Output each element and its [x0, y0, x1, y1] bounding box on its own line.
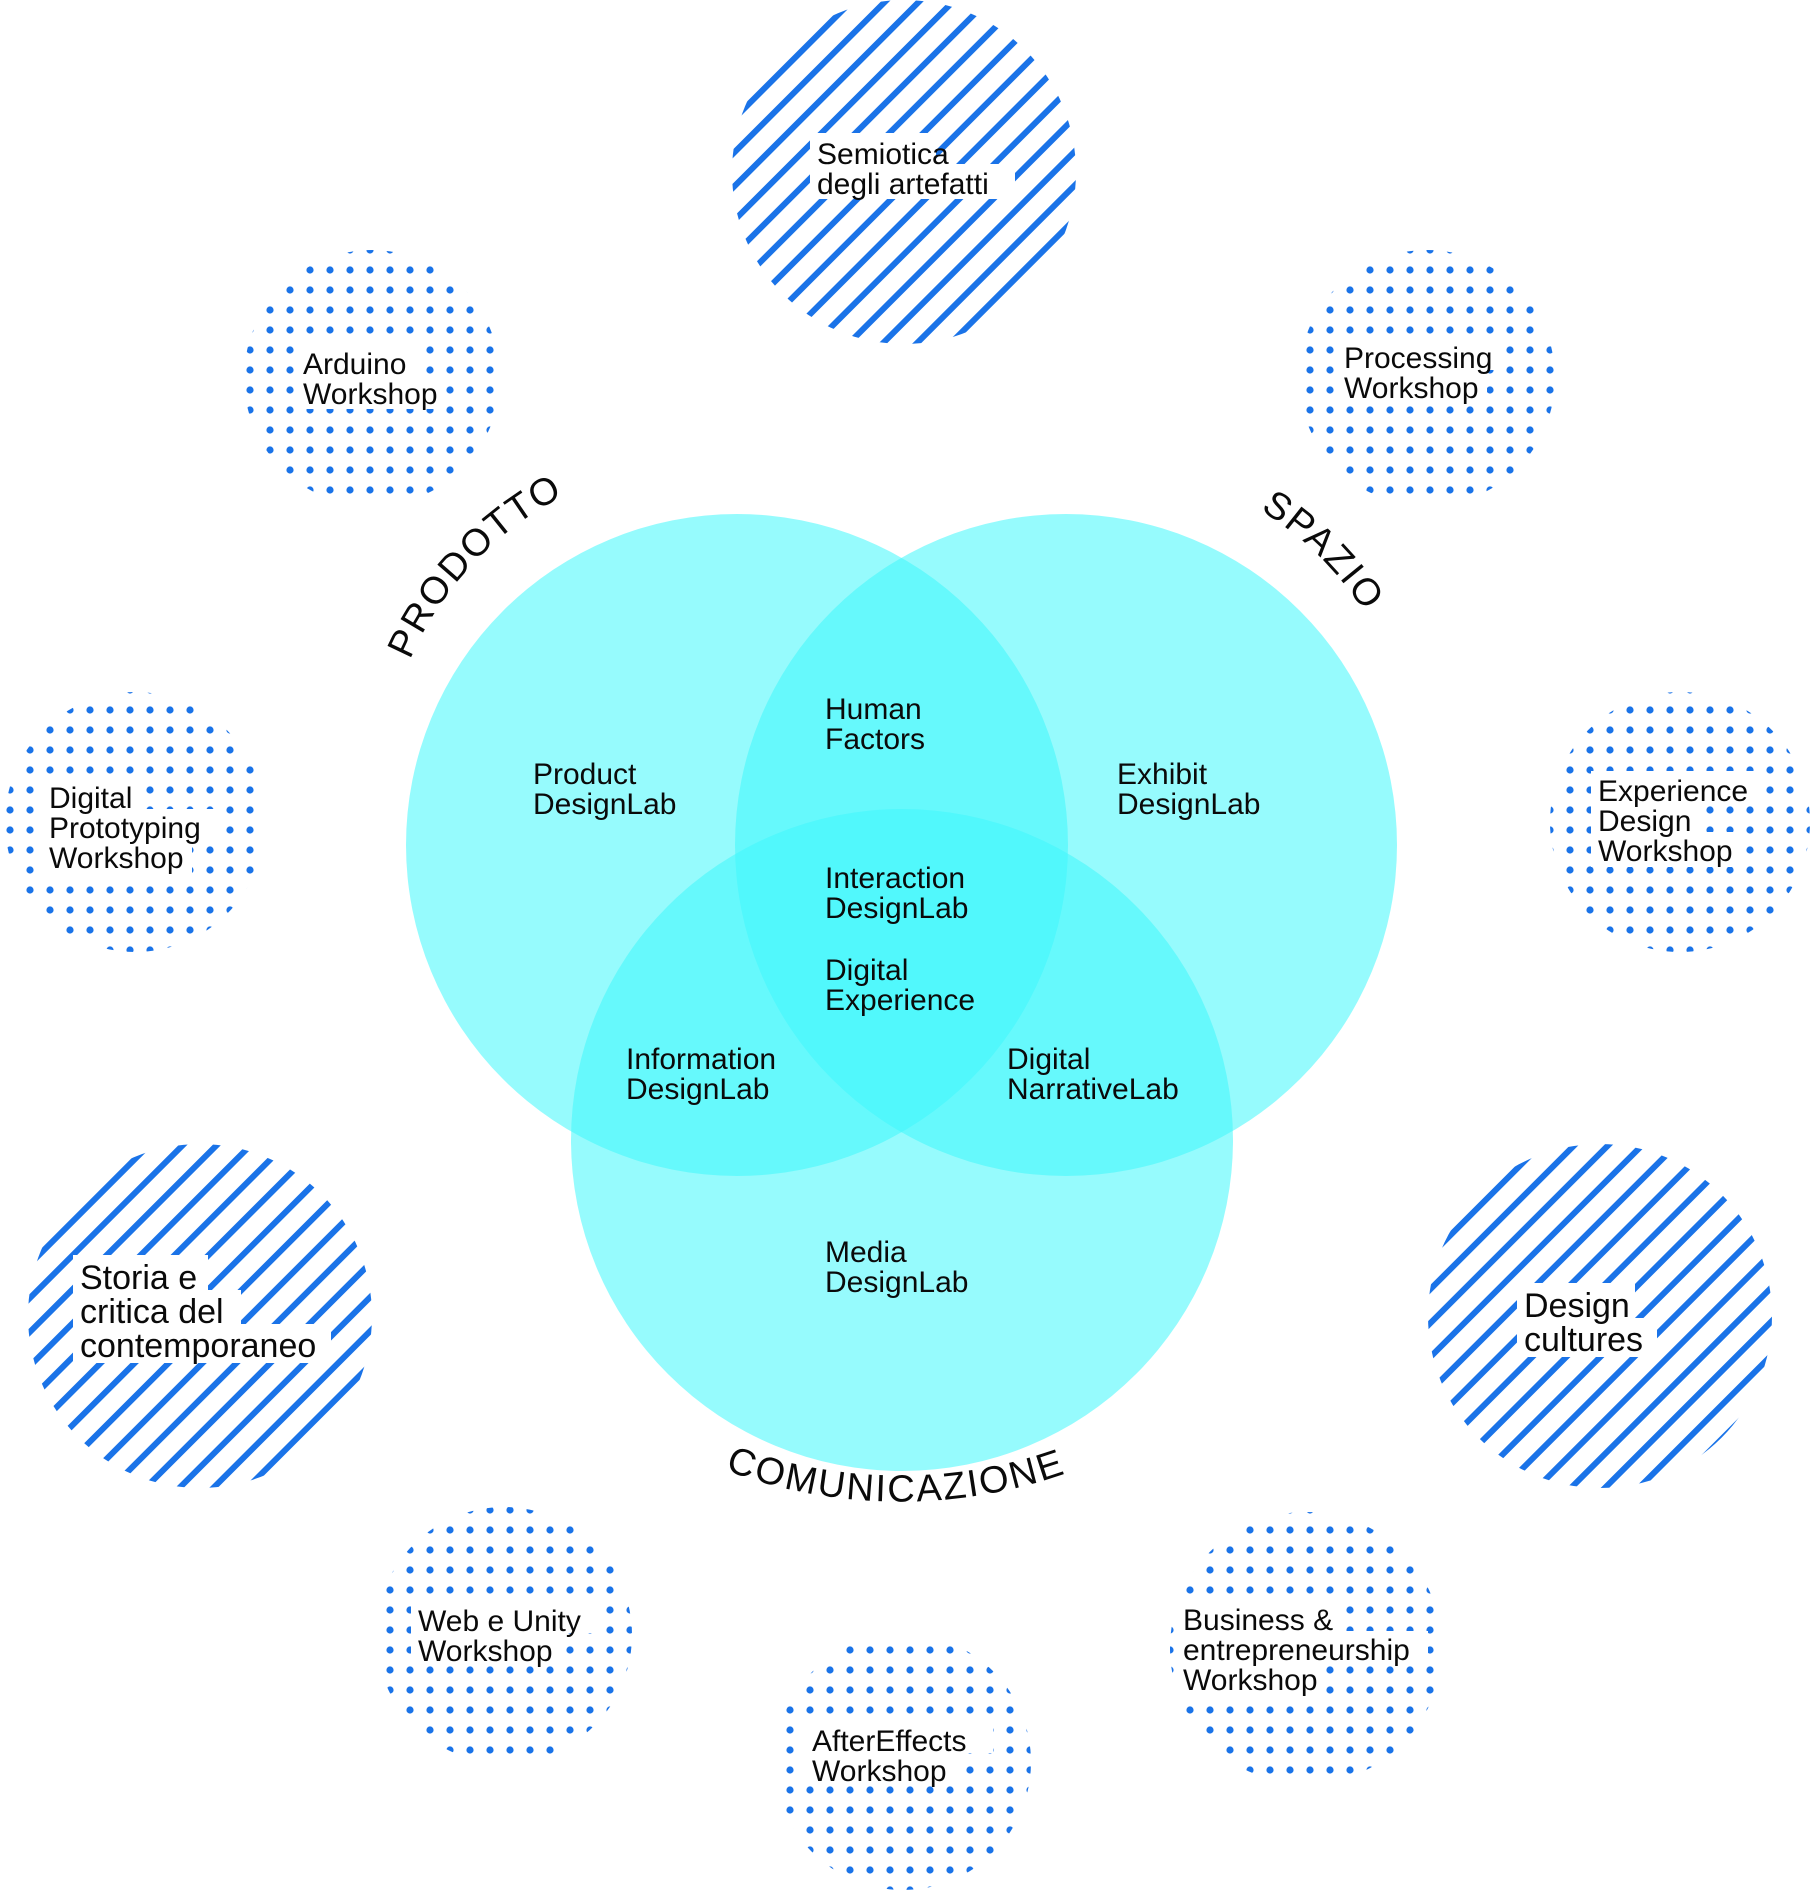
business-tag: Business & entrepreneurship Workshop: [1176, 1600, 1428, 1697]
experience-design-label: Experience Design Workshop: [1598, 775, 1756, 868]
venn-circles: [406, 514, 1397, 1471]
processing-label: Processing Workshop: [1344, 342, 1501, 405]
digital-prototyping-label: Digital Prototyping Workshop: [49, 782, 209, 875]
business-label: Business & entrepreneurship Workshop: [1183, 1604, 1418, 1697]
arduino-label: Arduino Workshop: [303, 348, 438, 411]
interaction-designlab-label: Interaction DesignLab: [825, 862, 973, 925]
semiotica-label: Semiotica degli artefatti: [817, 138, 989, 201]
storia-tag: Storia e critica del contemporaneo: [73, 1255, 331, 1365]
semiotica-tag: Semiotica degli artefatti: [810, 133, 1015, 201]
media-designlab-label: Media DesignLab: [825, 1236, 968, 1299]
digital-prototyping-tag: Digital Prototyping Workshop: [42, 778, 217, 875]
digital-experience-label: Digital Experience: [825, 954, 975, 1017]
satellite-labels: Semiotica degli artefatti Arduino Worksh…: [42, 133, 1759, 1788]
product-designlab-label: Product DesignLab: [533, 758, 676, 821]
design-cultures-tag: Design cultures: [1517, 1283, 1657, 1359]
web-unity-tag: Web e Unity Workshop: [411, 1600, 599, 1668]
aftereffects-label: AfterEffects Workshop: [812, 1725, 975, 1788]
venn-area-labels: Product DesignLab Exhibit DesignLab Huma…: [533, 693, 1260, 1299]
storia-label: Storia e critica del contemporaneo: [80, 1259, 316, 1365]
design-cultures-label: Design cultures: [1524, 1287, 1643, 1359]
processing-tag: Processing Workshop: [1337, 337, 1504, 405]
experience-design-tag: Experience Design Workshop: [1591, 771, 1759, 868]
digital-narrativelab-label: Digital NarrativeLab: [1007, 1043, 1179, 1106]
human-factors-label: Human Factors: [825, 693, 930, 756]
exhibit-designlab-label: Exhibit DesignLab: [1117, 758, 1260, 821]
aftereffects-tag: AfterEffects Workshop: [805, 1720, 993, 1788]
comunicazione-circle: [571, 809, 1233, 1471]
arduino-tag: Arduino Workshop: [296, 343, 446, 411]
web-unity-label: Web e Unity Workshop: [418, 1605, 589, 1668]
information-designlab-label: Information DesignLab: [626, 1043, 784, 1106]
